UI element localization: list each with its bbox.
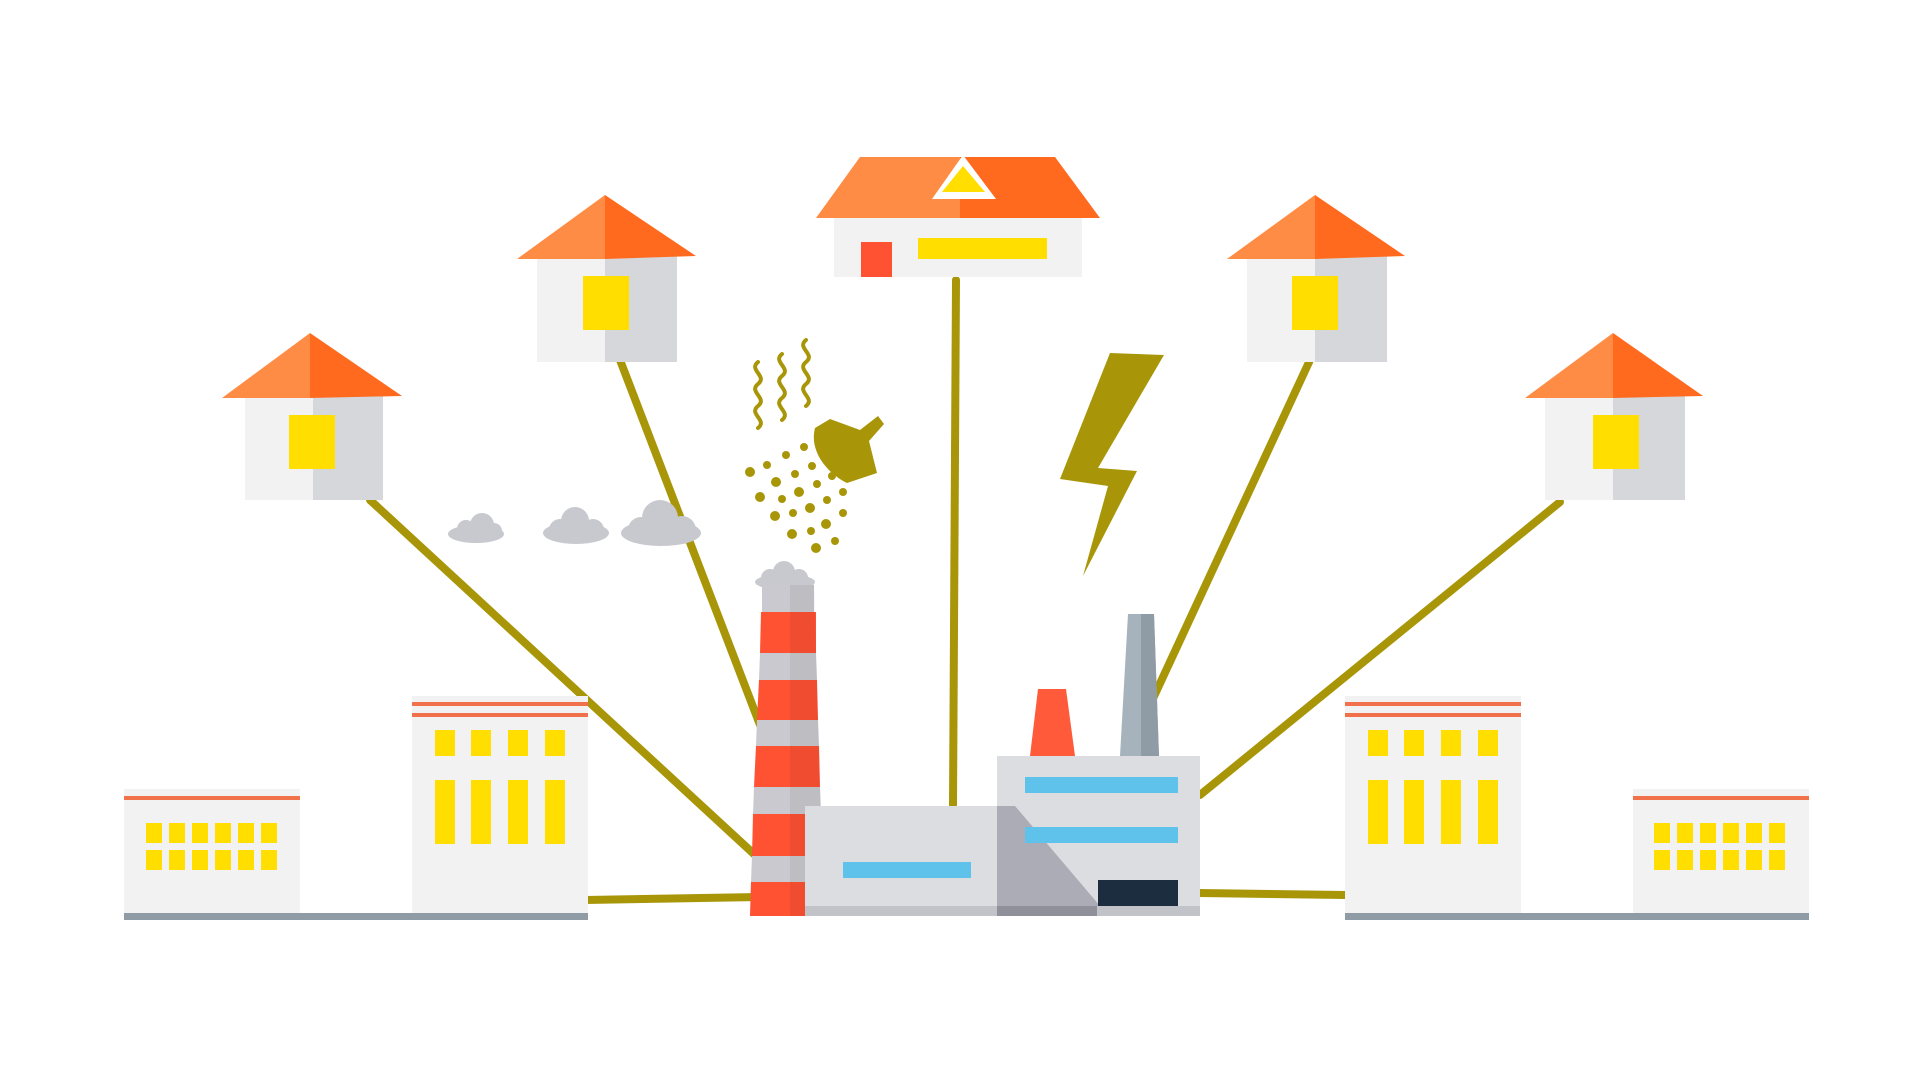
office-building-left-tall: [412, 696, 588, 914]
block-base-shadow: [997, 906, 1097, 916]
cloud-icon: [543, 507, 609, 544]
house-roof-dark: [310, 333, 402, 398]
house-roof-light: [1525, 333, 1613, 398]
office-building-right-low: [1633, 789, 1809, 914]
building-windows: [1368, 730, 1498, 844]
house-roof-light: [1227, 195, 1315, 259]
power-line-right-building: [1196, 889, 1349, 899]
house-roof-light: [517, 195, 605, 259]
chimney-stripe: [756, 720, 819, 746]
house-roof-dark: [1613, 333, 1703, 398]
house-door: [861, 242, 892, 277]
power-line-left-building: [581, 893, 764, 904]
lightning-bolt-icon: [1060, 353, 1164, 576]
power-line-house-2: [616, 356, 764, 729]
power-plant-hall: [805, 806, 1000, 916]
power-line-house-1: [366, 496, 759, 859]
block-window: [1025, 827, 1178, 843]
power-plant-chimney: [750, 561, 824, 916]
ground-line-right: [1345, 913, 1809, 920]
power-plant-block: [997, 614, 1200, 916]
house-1: [222, 333, 402, 500]
house-roof-dark: [605, 195, 696, 259]
chimney-stripe: [754, 746, 820, 787]
block-shadow: [997, 806, 1100, 906]
power-line-house-5: [1196, 498, 1564, 799]
hall-base: [805, 906, 1000, 916]
ground-line-left: [124, 913, 588, 920]
spray-dots: [745, 443, 847, 553]
hall-window: [843, 862, 971, 878]
house-2: [517, 195, 696, 362]
house-window: [289, 415, 335, 469]
house-roof-dark: [1315, 195, 1405, 259]
block-base: [997, 906, 1200, 916]
building-stripe: [1345, 713, 1521, 717]
house-roof-dark: [960, 157, 1100, 218]
cloud-group: [448, 500, 701, 546]
building-stripe: [124, 796, 300, 800]
building-stripe: [1345, 702, 1521, 706]
stack-red: [1030, 689, 1075, 756]
power-line-house-3: [949, 276, 960, 809]
office-building-right-tall: [1345, 696, 1521, 914]
building-windows: [1654, 823, 1785, 870]
power-line-house-4: [1146, 356, 1314, 709]
hall-wall: [805, 806, 1000, 916]
house-3: [816, 155, 1100, 277]
chimney-stripe: [760, 612, 816, 653]
power-lines: [366, 276, 1564, 904]
chimney-stripe: [762, 585, 814, 612]
house-window-wide: [918, 238, 1047, 259]
house-window: [1292, 276, 1338, 330]
block-window: [1025, 777, 1178, 793]
cloud-icon: [621, 500, 701, 546]
building-windows: [146, 823, 277, 870]
building-stripe: [1633, 796, 1809, 800]
building-windows: [435, 730, 565, 844]
building-stripe: [412, 713, 588, 717]
office-building-left-low: [124, 789, 300, 914]
spray-nozzle-icon: [813, 416, 884, 483]
house-window: [583, 276, 629, 330]
cloud-icon: [448, 513, 504, 543]
chimney-stripe: [759, 653, 817, 680]
stack-grey-shade: [1141, 614, 1159, 756]
building-stripe: [412, 702, 588, 706]
wavy-smoke-icon: [753, 338, 811, 430]
chimney-stripe: [752, 814, 822, 856]
house-window: [1593, 415, 1639, 469]
house-roof-light: [816, 157, 960, 218]
house-4: [1227, 195, 1405, 362]
chimney-stripe: [757, 680, 818, 720]
house-5: [1525, 333, 1703, 500]
house-dormer-window: [942, 166, 985, 192]
chimney-stripe: [753, 787, 821, 814]
house-roof-light: [222, 333, 310, 398]
